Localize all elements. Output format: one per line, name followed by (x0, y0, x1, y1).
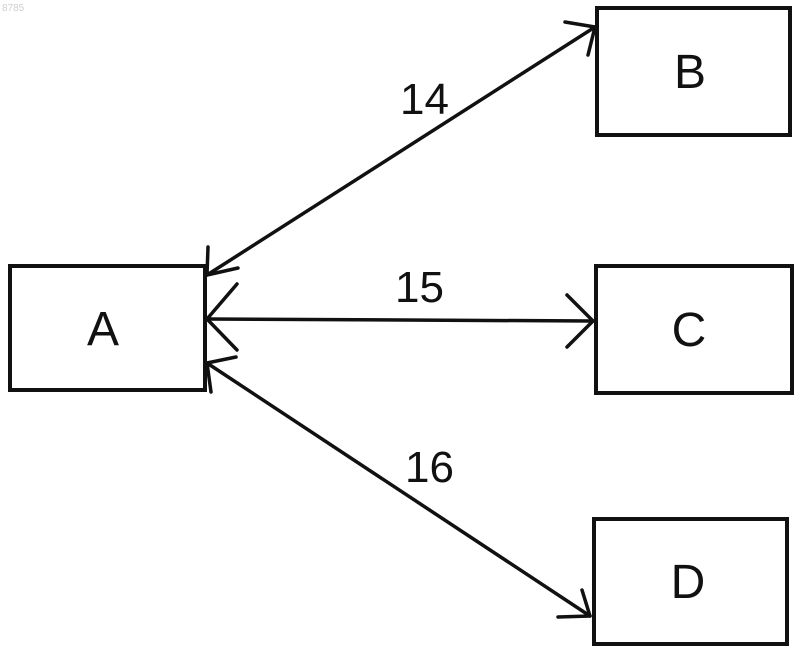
node-c: C (596, 266, 792, 393)
node-b: B (597, 8, 790, 135)
edge-a-c-weight: 15 (395, 263, 444, 312)
node-b-label: B (674, 46, 706, 99)
edge-a-d: 16 (207, 357, 590, 617)
edge-a-c-line (207, 319, 593, 321)
edge-a-b-line (207, 27, 595, 275)
node-a: A (10, 266, 205, 390)
node-c-label: C (672, 304, 707, 357)
node-d: D (594, 519, 787, 644)
corner-id-text: 8785 (2, 3, 25, 14)
node-a-label: A (87, 303, 119, 356)
edge-a-c: 15 (207, 263, 593, 350)
node-d-label: D (671, 556, 706, 609)
edge-a-b: 14 (207, 22, 595, 275)
edge-a-d-line (207, 363, 590, 616)
edge-a-d-weight: 16 (405, 443, 454, 492)
edge-a-b-weight: 14 (400, 75, 449, 124)
edge-a-c-arrowhead-a (207, 284, 237, 350)
